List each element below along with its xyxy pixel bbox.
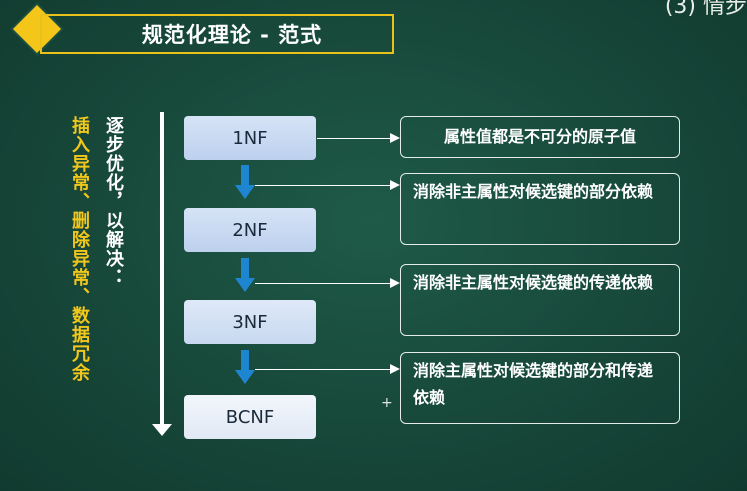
nf-box-bcnf: BCNF: [184, 395, 316, 439]
connector-line: [255, 369, 393, 370]
progress-arrowhead-icon: [152, 424, 172, 436]
crosshair-cursor-icon: +: [381, 395, 393, 411]
down-arrow-icon: [235, 258, 255, 296]
connector-arrow-icon: [390, 180, 400, 190]
progress-line: [160, 112, 164, 426]
nf-box-3nf: 3NF: [184, 300, 316, 344]
side-text-white: 逐步优化，以解决：: [103, 116, 124, 287]
connector-line: [317, 138, 393, 139]
side-text-yellow: 插入异常、删除异常、数据冗余: [69, 116, 90, 382]
title-bar: 规范化理论 - 范式: [40, 14, 394, 54]
description-box-2: 消除非主属性对候选键的部分依赖: [400, 173, 680, 245]
nf-box-2nf: 2NF: [184, 208, 316, 252]
nf-box-1nf: 1NF: [184, 116, 316, 160]
description-box-4: 消除主属性对候选键的部分和传递依赖: [400, 352, 680, 424]
page-title: 规范化理论 - 范式: [141, 23, 323, 47]
connector-arrow-icon: [390, 278, 400, 288]
description-box-3: 消除非主属性对候选键的传递依赖: [400, 264, 680, 336]
connector-arrow-icon: [390, 364, 400, 374]
down-arrow-icon: [235, 165, 255, 203]
down-arrow-icon: [235, 350, 255, 388]
description-box-1: 属性值都是不可分的原子值: [400, 116, 680, 158]
connector-line: [255, 283, 393, 284]
connector-line: [255, 185, 393, 186]
connector-arrow-icon: [390, 133, 400, 143]
corner-partial-text: (3) 情步: [664, 0, 747, 19]
